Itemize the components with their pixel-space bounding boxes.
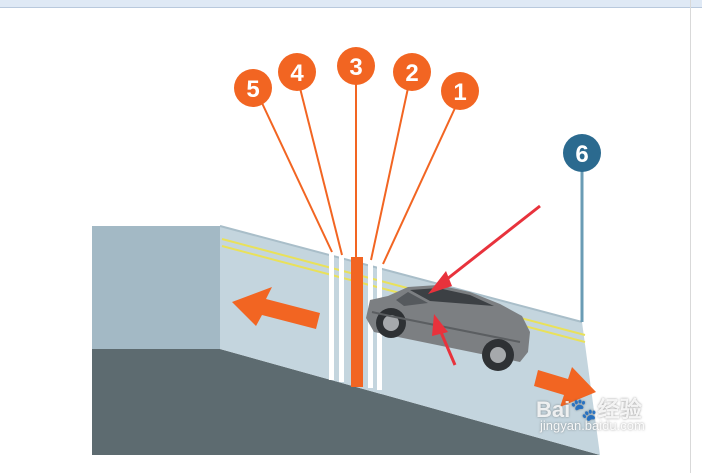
window-top-bar [0, 0, 702, 8]
callout-6-label: 6 [575, 141, 588, 168]
callout-leaders [261, 83, 456, 265]
direction-arrow-left [232, 287, 320, 329]
ramp-road [220, 226, 600, 455]
callout-5-label: 5 [246, 76, 259, 103]
lane-line-upper [221, 238, 586, 336]
callout-3: 3 [337, 47, 375, 85]
watermark-url: jingyan.baidu.com [540, 418, 645, 433]
pointer-arrows [428, 204, 541, 366]
ramp-top-edge [219, 225, 583, 323]
ground-base [92, 349, 600, 455]
callout-2: 2 [393, 53, 431, 91]
callout-2-label: 2 [405, 60, 418, 87]
callout-1-label: 1 [453, 79, 466, 106]
callout-4-label: 4 [290, 60, 304, 87]
callout-3-label: 3 [349, 54, 362, 81]
upper-deck-wall [92, 226, 220, 349]
callout-6: 6 [563, 134, 601, 172]
window-edge [690, 0, 691, 473]
callout-4: 4 [278, 53, 316, 91]
direction-arrow-in [534, 367, 596, 407]
callout-1: 1 [441, 72, 479, 110]
callout-5: 5 [234, 69, 272, 107]
watermark-logo: Bai🐾经验 [536, 397, 642, 422]
